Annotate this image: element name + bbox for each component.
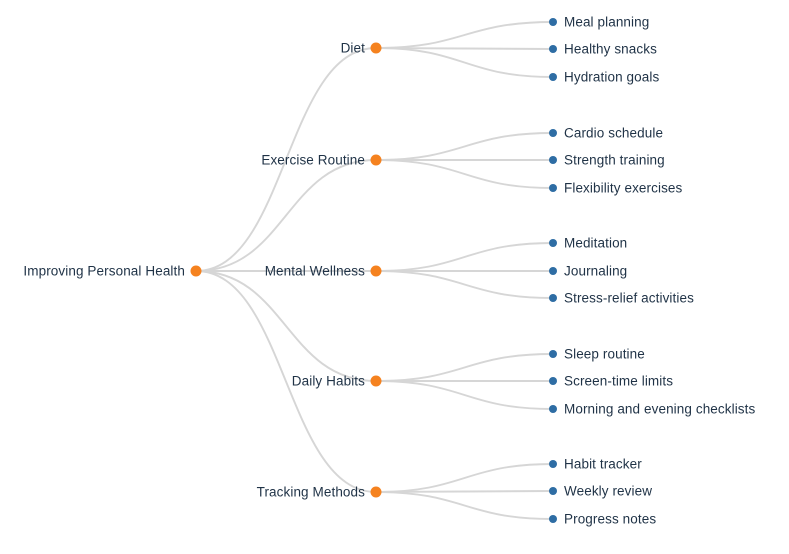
leaf-label-habit-tracker: Habit tracker (564, 456, 642, 472)
leaf-node-hydration-goals[interactable] (549, 73, 557, 81)
leaf-node-flexibility-exercises[interactable] (549, 184, 557, 192)
leaf-node-morning-and-evening-checklists[interactable] (549, 405, 557, 413)
edge-mental-wellness-to-stress-relief-activities (375, 270, 554, 299)
leaf-node-strength-training[interactable] (549, 156, 557, 164)
leaf-label-meditation: Meditation (564, 235, 628, 251)
leaf-node-journaling[interactable] (549, 267, 557, 275)
edge-exercise-routine-to-flexibility-exercises (375, 159, 554, 189)
leaf-label-flexibility-exercises: Flexibility exercises (564, 180, 683, 196)
branch-node-diet[interactable] (370, 42, 382, 54)
leaf-label-healthy-snacks: Healthy snacks (564, 41, 657, 57)
leaf-node-sleep-routine[interactable] (549, 350, 557, 358)
root-label: Improving Personal Health (23, 263, 185, 279)
leaf-label-cardio-schedule: Cardio schedule (564, 125, 664, 141)
leaf-label-screen-time-limits: Screen-time limits (564, 373, 674, 389)
leaf-label-meal-planning: Meal planning (564, 14, 650, 30)
leaf-node-habit-tracker[interactable] (549, 460, 557, 468)
branch-node-mental-wellness[interactable] (370, 265, 382, 277)
leaf-node-healthy-snacks[interactable] (549, 45, 557, 53)
leaf-label-stress-relief-activities: Stress-relief activities (564, 290, 694, 306)
leaf-label-morning-and-evening-checklists: Morning and evening checklists (564, 401, 756, 417)
edge-root-to-daily-habits (195, 270, 377, 382)
branch-node-daily-habits[interactable] (370, 375, 382, 387)
edge-diet-to-meal-planning (375, 21, 554, 49)
edge-diet-to-healthy-snacks (375, 47, 554, 50)
branch-node-tracking-methods[interactable] (370, 486, 382, 498)
branch-label-exercise-routine: Exercise Routine (261, 152, 365, 168)
edge-exercise-routine-to-cardio-schedule (375, 132, 554, 161)
edge-mental-wellness-to-meditation (375, 242, 554, 272)
leaf-label-progress-notes: Progress notes (564, 511, 657, 527)
leaf-node-meal-planning[interactable] (549, 18, 557, 26)
leaf-label-journaling: Journaling (564, 263, 628, 279)
leaf-node-cardio-schedule[interactable] (549, 129, 557, 137)
edge-diet-to-hydration-goals (375, 47, 554, 78)
leaf-node-progress-notes[interactable] (549, 515, 557, 523)
branch-label-tracking-methods: Tracking Methods (256, 484, 365, 500)
leaf-label-strength-training: Strength training (564, 152, 665, 168)
leaf-node-weekly-review[interactable] (549, 487, 557, 495)
branch-label-mental-wellness: Mental Wellness (264, 263, 365, 279)
leaf-label-hydration-goals: Hydration goals (564, 69, 660, 85)
edge-tracking-methods-to-weekly-review (375, 490, 554, 493)
edge-root-to-tracking-methods (195, 270, 377, 493)
branch-label-daily-habits: Daily Habits (291, 373, 365, 389)
edge-tracking-methods-to-habit-tracker (375, 463, 554, 493)
leaf-node-meditation[interactable] (549, 239, 557, 247)
leaf-label-sleep-routine: Sleep routine (564, 346, 645, 362)
edge-daily-habits-to-morning-and-evening-checklists (375, 380, 554, 410)
edge-root-to-exercise-routine (195, 159, 377, 272)
branch-label-diet: Diet (340, 40, 365, 56)
branch-node-exercise-routine[interactable] (370, 154, 382, 166)
edge-daily-habits-to-sleep-routine (375, 353, 554, 382)
leaf-node-stress-relief-activities[interactable] (549, 294, 557, 302)
root-node[interactable] (190, 265, 202, 277)
leaf-label-weekly-review: Weekly review (564, 483, 653, 499)
edge-root-to-diet (195, 47, 377, 272)
edge-tracking-methods-to-progress-notes (375, 491, 554, 520)
leaf-node-screen-time-limits[interactable] (549, 377, 557, 385)
